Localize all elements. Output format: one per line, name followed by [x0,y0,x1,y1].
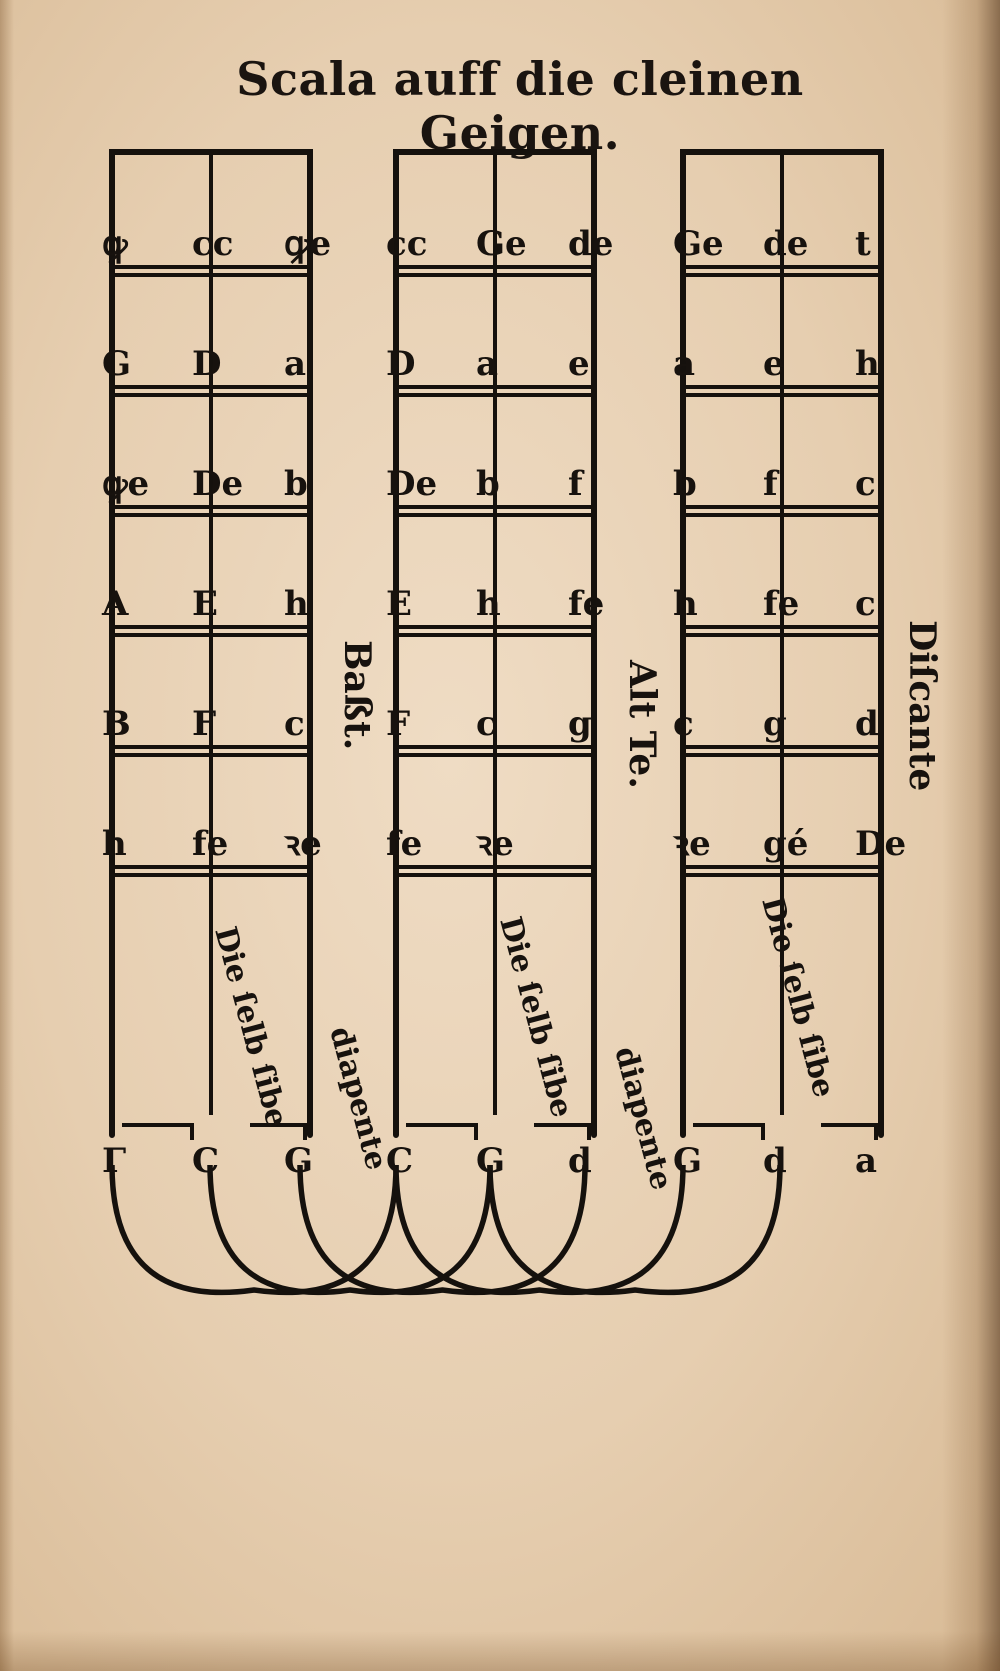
note-letter: D [386,344,415,384]
note-letter: f [763,464,780,504]
note-letter: t [855,224,871,264]
note-letter: de [763,224,808,264]
diapente-label: diapente [607,1043,679,1194]
note-letter: fe [386,824,422,864]
note-letter: cc [192,224,233,264]
note-letter: ꝙe [284,224,331,265]
note-letter: a [284,344,306,384]
instrument-frames [109,149,884,1140]
note-letter: h [476,584,501,624]
note-letter: fe [763,584,799,624]
open-string-note: d [568,1141,592,1181]
instrument-block-3 [680,149,884,1140]
note-letter: E [386,584,412,624]
open-string-note: Γ [102,1141,126,1181]
note-letter: A [101,584,129,624]
instrument-name: Baßt. [336,640,378,750]
page-left-shadow [0,0,14,1671]
open-string-note: C [386,1141,413,1181]
note-letter: a [673,344,695,384]
note-letter: De [855,824,906,864]
note-letter: e [568,344,590,384]
instrument-name: Diſcante [901,620,943,791]
note-letter: b [284,464,308,504]
bridge-mark [693,1123,765,1140]
note-letter: h [673,584,698,624]
note-letter: ꝛe [475,824,514,864]
instrument-block-2 [393,149,597,1140]
open-string-note: G [673,1141,702,1181]
bridge-mark [534,1123,591,1140]
note-letter: F [192,704,216,744]
tuning-arc [109,1164,399,1296]
octave-label: Die ſelb ſibe [754,893,841,1101]
note-letter: de [568,224,613,264]
note-letter: De [386,464,437,504]
note-letter: e [763,344,785,384]
note-letter: h [284,584,309,624]
note-letter: a [476,344,498,384]
note-letter: b [673,464,697,504]
note-letter: fe [192,824,228,864]
note-letter: Ge [673,224,724,264]
note-letter: D [192,344,221,384]
instrument-block-1 [109,149,313,1140]
note-letter: ꝛe [283,824,322,864]
bridge-mark [250,1123,307,1140]
note-letter: d [855,704,879,744]
open-string-note: d [763,1141,787,1181]
note-letter: c [476,704,497,744]
instrument-name: Alt Te. [621,659,663,789]
note-letter: h [102,824,127,864]
note-letter: G [102,344,131,384]
open-string-note: C [192,1141,219,1181]
note-letter: De [192,464,243,504]
tuning-arcs [109,1164,783,1296]
note-letter: cc [386,224,427,264]
open-string-note: G [284,1141,313,1181]
bridge-mark [122,1123,194,1140]
open-string-note: G [476,1141,505,1181]
note-letter: h [855,344,880,384]
note-letter: ꝛe [672,824,711,864]
note-letter: g [763,704,787,744]
diapente-label: diapente [322,1023,394,1174]
tuning-arc [297,1164,588,1296]
tuning-arc [393,1164,686,1296]
octave-label: Die ſelb ſibe [207,923,294,1131]
note-letter: f [568,464,585,504]
note-letter: gé [763,824,808,864]
page-bottom-shadow [0,1631,1000,1671]
note-letter: c [673,704,694,744]
note-letter: g [568,704,592,744]
note-letter: fe [568,584,604,624]
note-letter: c [855,584,876,624]
note-letter: F [386,704,410,744]
open-string-note: a [855,1141,877,1181]
note-letter: c [855,464,876,504]
note-letter: E [192,584,218,624]
note-letter: c [284,704,305,744]
tuning-arc [487,1164,783,1296]
octave-label: Die ſelb ſibe [492,913,579,1121]
tuning-arc [207,1164,493,1296]
note-letter: b [476,464,500,504]
note-letter: B [102,704,131,744]
note-letter: Ge [476,224,527,264]
page-binding-shadow [942,0,1000,1671]
bridge-mark [406,1123,478,1140]
note-letter: ꝙe [102,464,149,505]
bridge-mark [821,1123,878,1140]
note-letter: ꝙ [102,224,129,265]
